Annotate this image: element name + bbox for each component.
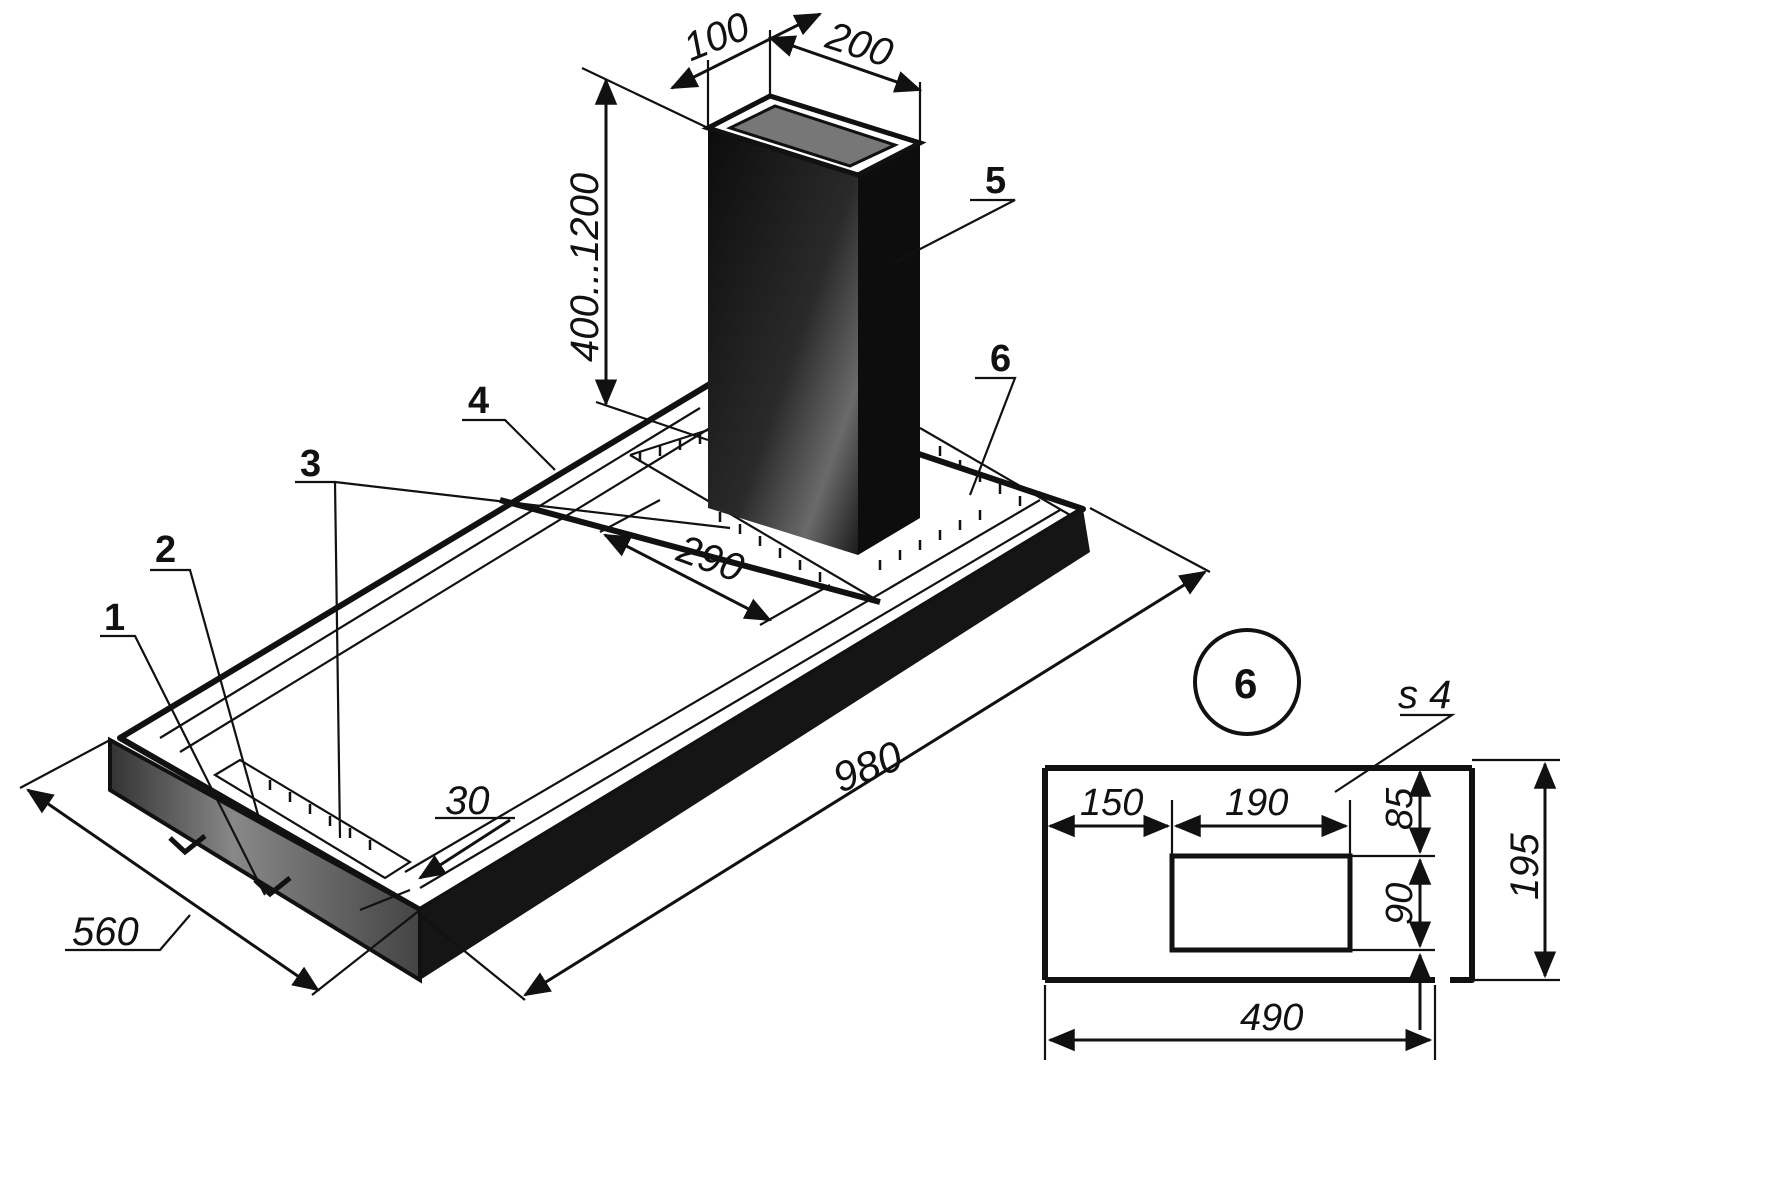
chimney-front (708, 128, 858, 555)
dim-200: 200 (820, 13, 898, 76)
dim-100: 100 (677, 4, 755, 70)
detail-marker-circle (1193, 628, 1301, 736)
dim-30: 30 (445, 779, 490, 823)
part-label-5: 5 (985, 160, 1006, 202)
detail-dim-150: 150 (1080, 782, 1143, 824)
detail-marker-label: 6 (1234, 660, 1257, 707)
detail-cutout (1169, 853, 1353, 953)
chimney-inner-opening (725, 104, 900, 168)
detail-dim-190: 190 (1225, 782, 1288, 824)
filter-strip (212, 758, 413, 880)
hood-body (108, 381, 1090, 984)
chimney-side (858, 143, 920, 555)
hood-front-side (420, 509, 1090, 980)
hood-inner-rim (159, 407, 1061, 889)
detail-dim-90: 90 (1379, 883, 1421, 925)
detail-dim-195: 195 (1503, 833, 1547, 900)
detail-dim-85: 85 (1379, 787, 1421, 830)
detail-plate-outline (1042, 765, 1475, 983)
leader-lines (100, 198, 1017, 896)
part-label-3: 3 (300, 443, 321, 485)
detail-6-drawing (1042, 628, 1560, 1060)
dimension-lines (19, 12, 1211, 1001)
dim-290: 290 (671, 527, 750, 592)
chimney (701, 93, 927, 555)
dim-980: 980 (826, 731, 909, 801)
part-label-4: 4 (468, 380, 489, 422)
part-label-2: 2 (155, 529, 176, 571)
detail-thickness: s 4 (1398, 673, 1451, 717)
dim-400-1200: 400...1200 (563, 173, 607, 362)
detail-dim-490: 490 (1240, 997, 1303, 1039)
dim-560: 560 (72, 910, 139, 954)
part-label-1: 1 (104, 597, 125, 639)
part-label-6: 6 (990, 338, 1011, 380)
